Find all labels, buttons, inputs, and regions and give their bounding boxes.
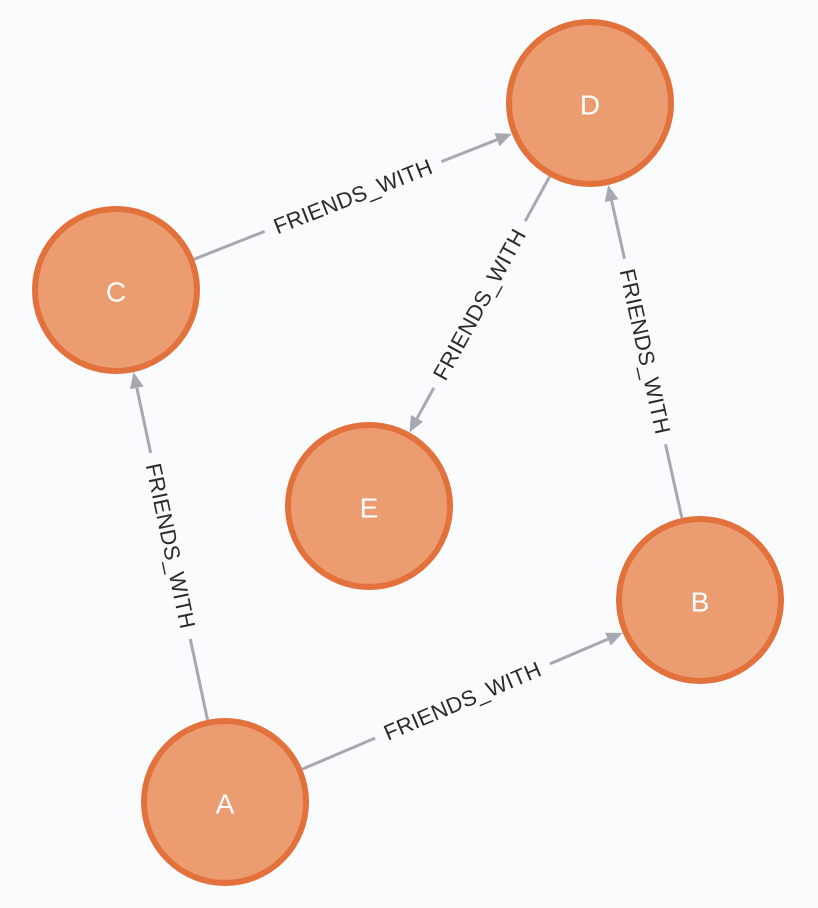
node-label: D <box>580 90 600 121</box>
edge-line-segment <box>664 443 684 519</box>
edge-line-segment <box>415 387 436 420</box>
node-circle <box>616 516 784 684</box>
node-d[interactable]: D <box>506 19 674 187</box>
edge-label: FRIENDS_WITH <box>380 657 545 746</box>
node-label: A <box>216 789 235 820</box>
edge-label: FRIENDS_WITH <box>141 461 201 631</box>
nodes-layer: A B C D E <box>32 19 784 886</box>
arrowhead-icon <box>605 632 623 646</box>
node-label: E <box>360 493 379 524</box>
node-circle <box>32 206 200 374</box>
edge-line-segment <box>523 175 551 222</box>
arrowhead-icon <box>129 372 144 390</box>
edge-line-segment <box>301 736 376 771</box>
edge-label: FRIENDS_WITH <box>615 266 676 436</box>
node-label: B <box>691 587 710 618</box>
node-a[interactable]: A <box>141 718 309 886</box>
edge-label: FRIENDS_WITH <box>428 225 531 385</box>
arrowhead-icon <box>409 414 424 433</box>
arrowhead-icon <box>604 185 619 203</box>
node-circle <box>285 422 453 590</box>
edge-line-segment <box>549 637 609 666</box>
edge-label: FRIENDS_WITH <box>270 154 436 239</box>
edge-b-d[interactable]: FRIENDS_WITH <box>604 185 684 519</box>
edge-a-c[interactable]: FRIENDS_WITH <box>129 372 209 721</box>
node-e[interactable]: E <box>285 422 453 590</box>
edge-line-segment <box>193 229 266 261</box>
node-circle <box>141 718 309 886</box>
edge-line-segment <box>610 200 626 260</box>
edge-c-d[interactable]: FRIENDS_WITH <box>193 133 512 261</box>
node-b[interactable]: B <box>616 516 784 684</box>
node-circle <box>506 19 674 187</box>
edge-a-b[interactable]: FRIENDS_WITH <box>301 632 623 771</box>
node-label: C <box>106 277 126 308</box>
edge-line-segment <box>188 638 209 721</box>
node-c[interactable]: C <box>32 206 200 374</box>
edge-d-e[interactable]: FRIENDS_WITH <box>409 175 551 433</box>
arrowhead-icon <box>494 133 512 147</box>
edge-line-segment <box>135 387 153 454</box>
edge-line-segment <box>440 138 498 164</box>
